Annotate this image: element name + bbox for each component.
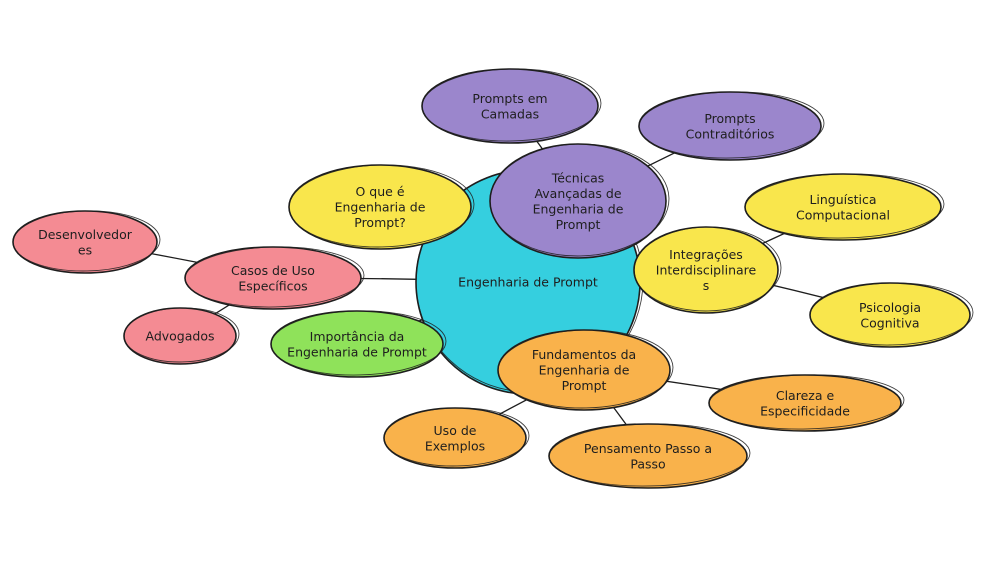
- node-linguistica-label-line: Computacional: [796, 207, 890, 222]
- node-fundamentos-label-line: Fundamentos da: [532, 347, 636, 362]
- node-tecnicas-label-line: Prompt: [556, 217, 601, 232]
- node-oque-sketch-stroke: [288, 164, 475, 248]
- node-importancia-sketch-stroke: [270, 310, 447, 376]
- node-pensamento-label-line: Passo: [630, 456, 665, 471]
- node-desenvolvedores-label-line: es: [78, 242, 92, 257]
- node-camadas-sketch-stroke: [421, 68, 602, 142]
- node-advogados[interactable]: Advogados: [123, 307, 240, 365]
- node-importancia-label-line: Engenharia de Prompt: [287, 344, 427, 359]
- node-integracoes-label-line: s: [703, 278, 710, 293]
- node-contraditorios-label-line: Contraditórios: [686, 126, 775, 141]
- node-tecnicas-label-line: Avançadas de: [534, 186, 621, 201]
- node-contraditorios-label-line: Prompts: [704, 111, 755, 126]
- node-exemplos-label-line: Uso de: [434, 423, 477, 438]
- node-tecnicas-sketch-stroke: [489, 143, 670, 257]
- node-clareza-sketch-stroke: [708, 374, 905, 430]
- node-fundamentos-sketch-stroke: [497, 329, 674, 409]
- node-psicologia-sketch-stroke: [809, 282, 974, 346]
- node-center-label-line: Engenharia de Prompt: [458, 275, 598, 290]
- node-integracoes-label-line: Interdisciplinare: [656, 263, 757, 278]
- node-pensamento-sketch-stroke: [548, 423, 751, 487]
- node-oque-label-line: Prompt?: [354, 215, 405, 230]
- node-tecnicas-label-line: Técnicas: [551, 170, 605, 185]
- node-camadas-label-line: Prompts em: [472, 91, 547, 106]
- node-importancia-label-line: Importância da: [310, 329, 405, 344]
- node-desenvolvedores-sketch-stroke: [12, 210, 161, 272]
- node-integracoes-label-line: Integrações: [669, 247, 743, 262]
- node-exemplos-label-line: Exemplos: [425, 438, 485, 453]
- node-fundamentos-label-line: Prompt: [562, 378, 607, 393]
- node-casos-label-line: Casos de Uso: [231, 263, 315, 278]
- node-casos-label-line: Específicos: [238, 278, 307, 293]
- node-linguistica-label-line: Linguística: [809, 192, 876, 207]
- node-psicologia-label-line: Psicologia: [859, 300, 921, 315]
- node-clareza-label-line: Clareza e: [776, 388, 835, 403]
- node-psicologia-label-line: Cognitiva: [860, 315, 919, 330]
- node-tecnicas-label-line: Engenharia de: [533, 201, 624, 216]
- node-advogados-sketch-stroke: [123, 307, 240, 363]
- node-integracoes-sketch-stroke: [633, 226, 782, 312]
- node-fundamentos-label-line: Engenharia de: [539, 363, 630, 378]
- node-desenvolvedores-label-line: Desenvolvedor: [38, 227, 133, 242]
- node-center-label: Engenharia de Prompt: [458, 275, 598, 290]
- node-clareza-label-line: Especificidade: [760, 403, 850, 418]
- node-pensamento-label-line: Pensamento Passo a: [584, 441, 712, 456]
- node-camadas-label-line: Camadas: [481, 106, 539, 121]
- node-linguistica-sketch-stroke: [744, 173, 945, 239]
- node-advogados-label-line: Advogados: [145, 329, 214, 344]
- node-contraditorios-sketch-stroke: [638, 91, 825, 159]
- node-oque-label-line: O que é: [355, 184, 404, 199]
- node-advogados-label: Advogados: [145, 329, 214, 344]
- node-oque-label-line: Engenharia de: [335, 200, 426, 215]
- node-exemplos-sketch-stroke: [383, 407, 530, 467]
- node-casos-sketch-stroke: [184, 246, 365, 308]
